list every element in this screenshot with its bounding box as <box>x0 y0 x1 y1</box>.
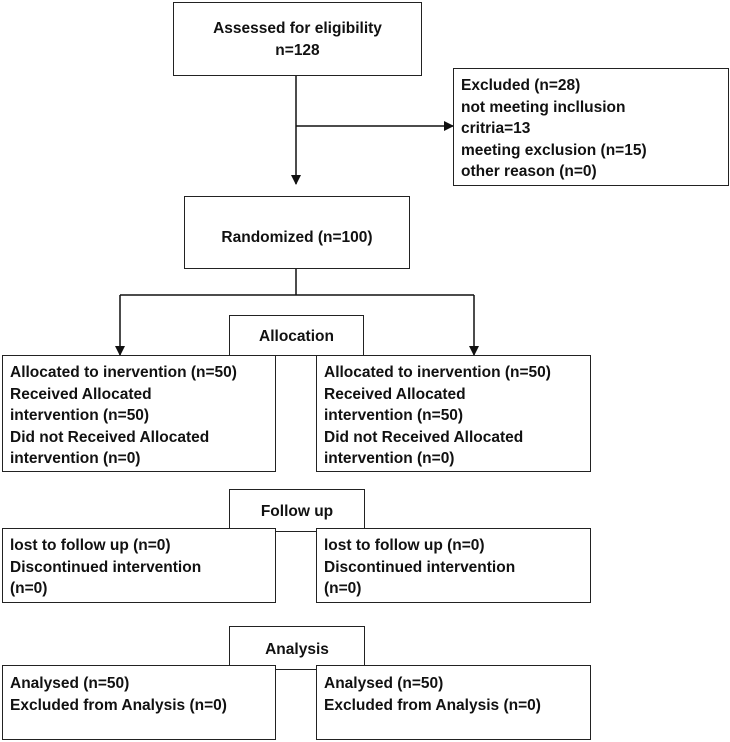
allocation-right-line-5: intervention (n=0) <box>324 450 455 467</box>
allocation-right-line-2: Received Allocated <box>324 385 466 403</box>
allocation-right-line-3: intervention (n=50) <box>324 407 464 424</box>
excluded-line-1: Excluded (n=28) <box>461 77 581 94</box>
analysis-label: Analysis <box>265 641 329 658</box>
allocation-right-line-1: Allocated to inervention (n=50) <box>324 364 551 381</box>
followup-left-line-3: (n=0) <box>10 580 48 597</box>
allocation-right-box: Allocated to inervention (n=50) Received… <box>316 355 591 472</box>
followup-left-line-2: Discontinued intervention <box>10 558 202 576</box>
followup-label: Follow up <box>260 503 334 520</box>
followup-right-line-1: lost to follow up (n=0) <box>324 537 485 554</box>
followup-right-line-3: (n=0) <box>324 580 362 597</box>
followup-right-box: lost to follow up (n=0) Discontinued int… <box>316 528 591 603</box>
excluded-line-3: critria=13 <box>461 120 531 137</box>
allocation-label: Allocation <box>259 328 334 345</box>
allocation-left-line-5: intervention (n=0) <box>10 450 141 467</box>
analysis-right-line-2: Excluded from Analysis (n=0) <box>324 696 541 714</box>
allocation-left-line-1: Allocated to inervention (n=50) <box>10 364 237 381</box>
analysis-right-box: Analysed (n=50) Excluded from Analysis (… <box>316 665 591 740</box>
analysis-left-line-2: Excluded from Analysis (n=0) <box>10 696 227 714</box>
excluded-box: Excluded (n=28) not meeting incllusion c… <box>453 68 729 186</box>
followup-label-box: Follow up <box>229 489 365 532</box>
allocation-left-box: Allocated to inervention (n=50) Received… <box>2 355 276 472</box>
allocation-left-line-2: Received Allocated <box>10 385 152 403</box>
allocation-right-line-4: Did not Received Allocated <box>324 428 524 446</box>
allocation-left-line-4: Did not Received Allocated <box>10 428 210 446</box>
randomized-label: Randomized (n=100) <box>221 229 373 246</box>
analysis-left-line-1: Analysed (n=50) <box>10 675 130 692</box>
excluded-line-5: other reason (n=0) <box>461 163 597 180</box>
followup-left-line-1: lost to follow up (n=0) <box>10 537 171 554</box>
analysis-left-box: Analysed (n=50) Excluded from Analysis (… <box>2 665 276 740</box>
assessed-title: Assessed for eligibility <box>213 20 382 37</box>
randomized-box: Randomized (n=100) <box>184 196 410 269</box>
assessed-box: Assessed for eligibility n=128 <box>173 2 422 76</box>
excluded-line-4: meeting exclusion (n=15) <box>461 141 647 159</box>
allocation-label-box: Allocation <box>229 315 364 356</box>
excluded-line-2: not meeting incllusion <box>461 98 626 116</box>
allocation-left-line-3: intervention (n=50) <box>10 407 150 424</box>
analysis-label-box: Analysis <box>229 626 365 670</box>
assessed-count: n=128 <box>275 41 320 59</box>
analysis-right-line-1: Analysed (n=50) <box>324 675 444 692</box>
followup-right-line-2: Discontinued intervention <box>324 558 516 576</box>
followup-left-box: lost to follow up (n=0) Discontinued int… <box>2 528 276 603</box>
